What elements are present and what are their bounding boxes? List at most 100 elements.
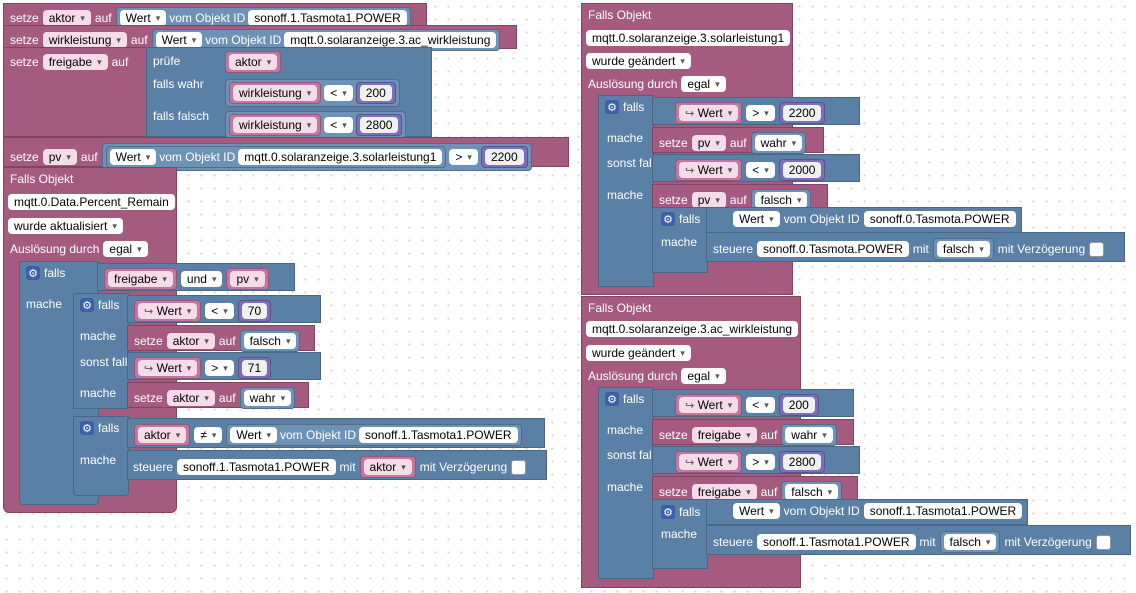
set-pv-wahr[interactable]: setze pv auf wahr [652, 127, 824, 154]
operator-dropdown[interactable]: < [205, 303, 234, 319]
set-freigabe-block[interactable]: setze freigabe auf [3, 47, 147, 137]
set-aktor-block[interactable]: setze aktor auf Wert vom Objekt ID sonof… [3, 3, 427, 29]
operator-dropdown[interactable]: > [746, 105, 775, 121]
operator-dropdown[interactable]: < [746, 162, 775, 178]
wert-dropdown[interactable]: ↪ Wert [138, 360, 198, 376]
var-freigabe-dropdown[interactable]: freigabe [108, 271, 173, 287]
bool-block[interactable]: falsch [939, 531, 1001, 553]
set-pv-falsch[interactable]: setze pv auf falsch [652, 184, 828, 211]
operator-dropdown[interactable]: ≠ [194, 427, 223, 443]
bool-block[interactable]: falsch [750, 189, 812, 211]
var-freigabe-dropdown[interactable]: freigabe [691, 484, 757, 500]
bool-dropdown[interactable]: falsch [754, 192, 808, 208]
wert-dropdown[interactable]: Wert [119, 10, 167, 26]
ternary-block[interactable]: prüfe falls wahr falls falsch aktor wirk… [146, 47, 432, 139]
bool-block[interactable]: falsch [932, 238, 994, 260]
wert-dropdown[interactable]: ↪ Wert [138, 303, 198, 319]
bool-dropdown[interactable]: falsch [936, 241, 990, 257]
var-aktor-dropdown[interactable]: aktor [166, 390, 215, 406]
bool-block[interactable]: falsch [239, 330, 301, 352]
control-block[interactable]: steuere sonoff.1.Tasmota1.POWER mit akto… [127, 450, 547, 480]
number-block[interactable]: 2800 [778, 451, 826, 473]
number-field[interactable]: 200 [359, 85, 392, 101]
number-block[interactable]: 71 [237, 357, 272, 379]
operator-dropdown[interactable]: > [205, 360, 234, 376]
wert-dropdown[interactable]: Wert [109, 149, 157, 165]
wert-dropdown[interactable]: ↪ Wert [679, 454, 739, 470]
var-aktor-dropdown[interactable]: aktor [138, 427, 187, 443]
return-wert-block[interactable]: ↪ Wert [134, 300, 202, 322]
bool-dropdown[interactable]: wahr [243, 390, 292, 406]
set-freigabe-wahr[interactable]: setze freigabe auf wahr [652, 419, 854, 446]
number-field[interactable]: 2800 [359, 117, 399, 133]
bool-dropdown[interactable]: falsch [943, 534, 997, 550]
var-freigabe-dropdown[interactable]: freigabe [691, 427, 757, 443]
object-id-field[interactable]: sonoff.0.Tasmota.POWER [757, 241, 909, 257]
set-wirkleistung-block[interactable]: setze wirkleistung auf Wert vom Objekt I… [3, 25, 517, 51]
delay-checkbox[interactable] [1095, 534, 1111, 550]
compare-block[interactable]: wirkleistung < 2800 [225, 111, 407, 139]
wert-dropdown[interactable]: ↪ Wert [679, 105, 739, 121]
operator-dropdown[interactable]: < [746, 397, 775, 413]
gear-icon[interactable]: ⚙ [26, 266, 40, 280]
get-value-block[interactable]: Wert vom Objekt ID sonoff.1.Tasmota1.POW… [115, 7, 411, 29]
number-field[interactable]: 200 [782, 397, 815, 413]
var-get-block[interactable]: aktor [225, 51, 282, 73]
bool-dropdown[interactable]: falsch [785, 484, 839, 500]
wert-dropdown[interactable]: Wert [733, 503, 780, 519]
var-pv-dropdown[interactable]: pv [42, 149, 77, 165]
var-pv-dropdown[interactable]: pv [691, 135, 726, 151]
and-block[interactable]: freigabe und pv [97, 263, 295, 291]
set-pv-block[interactable]: setze pv auf Wert vom Objekt ID mqtt.0.s… [3, 137, 569, 171]
object-id-field[interactable]: sonoff.1.Tasmota1.POWER [863, 503, 1023, 519]
logic-op-dropdown[interactable]: und [180, 271, 223, 287]
var-pv-dropdown[interactable]: pv [691, 192, 726, 208]
wert-dropdown[interactable]: Wert [733, 211, 780, 227]
wert-dropdown[interactable]: ↪ Wert [679, 162, 739, 178]
gear-icon[interactable]: ⚙ [80, 421, 94, 435]
compare-lt-200[interactable]: ↪ Wert < 200 [652, 389, 854, 417]
compare-gt-2200[interactable]: ↪ Wert > 2200 [652, 97, 860, 125]
return-wert-block[interactable]: ↪ Wert [675, 394, 743, 416]
compare-gt-71[interactable]: ↪ Wert > 71 [127, 352, 321, 380]
number-block[interactable]: 200 [778, 394, 819, 416]
number-field[interactable]: 2000 [782, 162, 822, 178]
compare-block[interactable]: Wert vom Objekt ID mqtt.0.solaranzeige.3… [101, 143, 532, 171]
delay-checkbox[interactable] [511, 459, 527, 475]
bool-block[interactable]: wahr [239, 387, 296, 409]
return-wert-block[interactable]: ↪ Wert [675, 451, 743, 473]
object-id-field[interactable]: mqtt.0.Data.Percent_Remain [8, 194, 175, 210]
var-get-block[interactable]: aktor [359, 456, 416, 478]
var-wirkleistung-dropdown[interactable]: wirkleistung [233, 117, 318, 133]
var-aktor-dropdown[interactable]: aktor [166, 333, 215, 349]
trigger-dropdown[interactable]: wurde geändert [586, 345, 691, 361]
wert-dropdown[interactable]: Wert [230, 427, 277, 443]
var-wirkleistung-dropdown[interactable]: wirkleistung [233, 85, 318, 101]
trigger-dropdown[interactable]: wurde aktualisiert [8, 218, 123, 234]
operator-dropdown[interactable]: > [449, 149, 478, 165]
compare-block[interactable]: wirkleistung < 200 [225, 79, 400, 107]
var-pv-dropdown[interactable]: pv [230, 271, 265, 287]
var-get-block[interactable]: freigabe [104, 268, 177, 290]
var-wirkleistung-dropdown[interactable]: wirkleistung [42, 32, 127, 48]
number-field[interactable]: 2800 [782, 454, 822, 470]
if-block-solar[interactable]: ⚙ falls mache sonst falls mache [598, 95, 660, 287]
compare-ne[interactable]: aktor ≠ Wert vom Objekt ID sonoff.1.Tasm… [127, 418, 545, 448]
var-aktor-dropdown[interactable]: aktor [363, 459, 412, 475]
number-block[interactable]: 2200 [778, 102, 826, 124]
control-sonoff0[interactable]: steuere sonoff.0.Tasmota.POWER mit falsc… [706, 232, 1125, 262]
if-block-percent[interactable]: ⚙ falls mache sonst falls mache [73, 293, 133, 409]
bool-dropdown[interactable]: falsch [243, 333, 297, 349]
gear-icon[interactable]: ⚙ [605, 100, 619, 114]
trigger-dropdown[interactable]: wurde geändert [586, 53, 691, 69]
get-value-block[interactable]: Wert vom Objekt ID sonoff.1.Tasmota1.POW… [226, 424, 522, 446]
var-get-block[interactable]: wirkleistung [229, 82, 322, 104]
var-aktor-dropdown[interactable]: aktor [229, 54, 278, 70]
object-id-field[interactable]: sonoff.1.Tasmota1.POWER [359, 427, 518, 443]
wert-dropdown[interactable]: ↪ Wert [679, 397, 739, 413]
control-sonoff1[interactable]: steuere sonoff.1.Tasmota1.POWER mit fals… [706, 525, 1131, 555]
number-block[interactable]: 200 [355, 82, 396, 104]
if-block-wirk[interactable]: ⚙ falls mache sonst falls mache [598, 387, 660, 579]
if-block-sonoff0[interactable]: ⚙ falls mache [652, 207, 708, 273]
operator-dropdown[interactable]: < [324, 85, 353, 101]
